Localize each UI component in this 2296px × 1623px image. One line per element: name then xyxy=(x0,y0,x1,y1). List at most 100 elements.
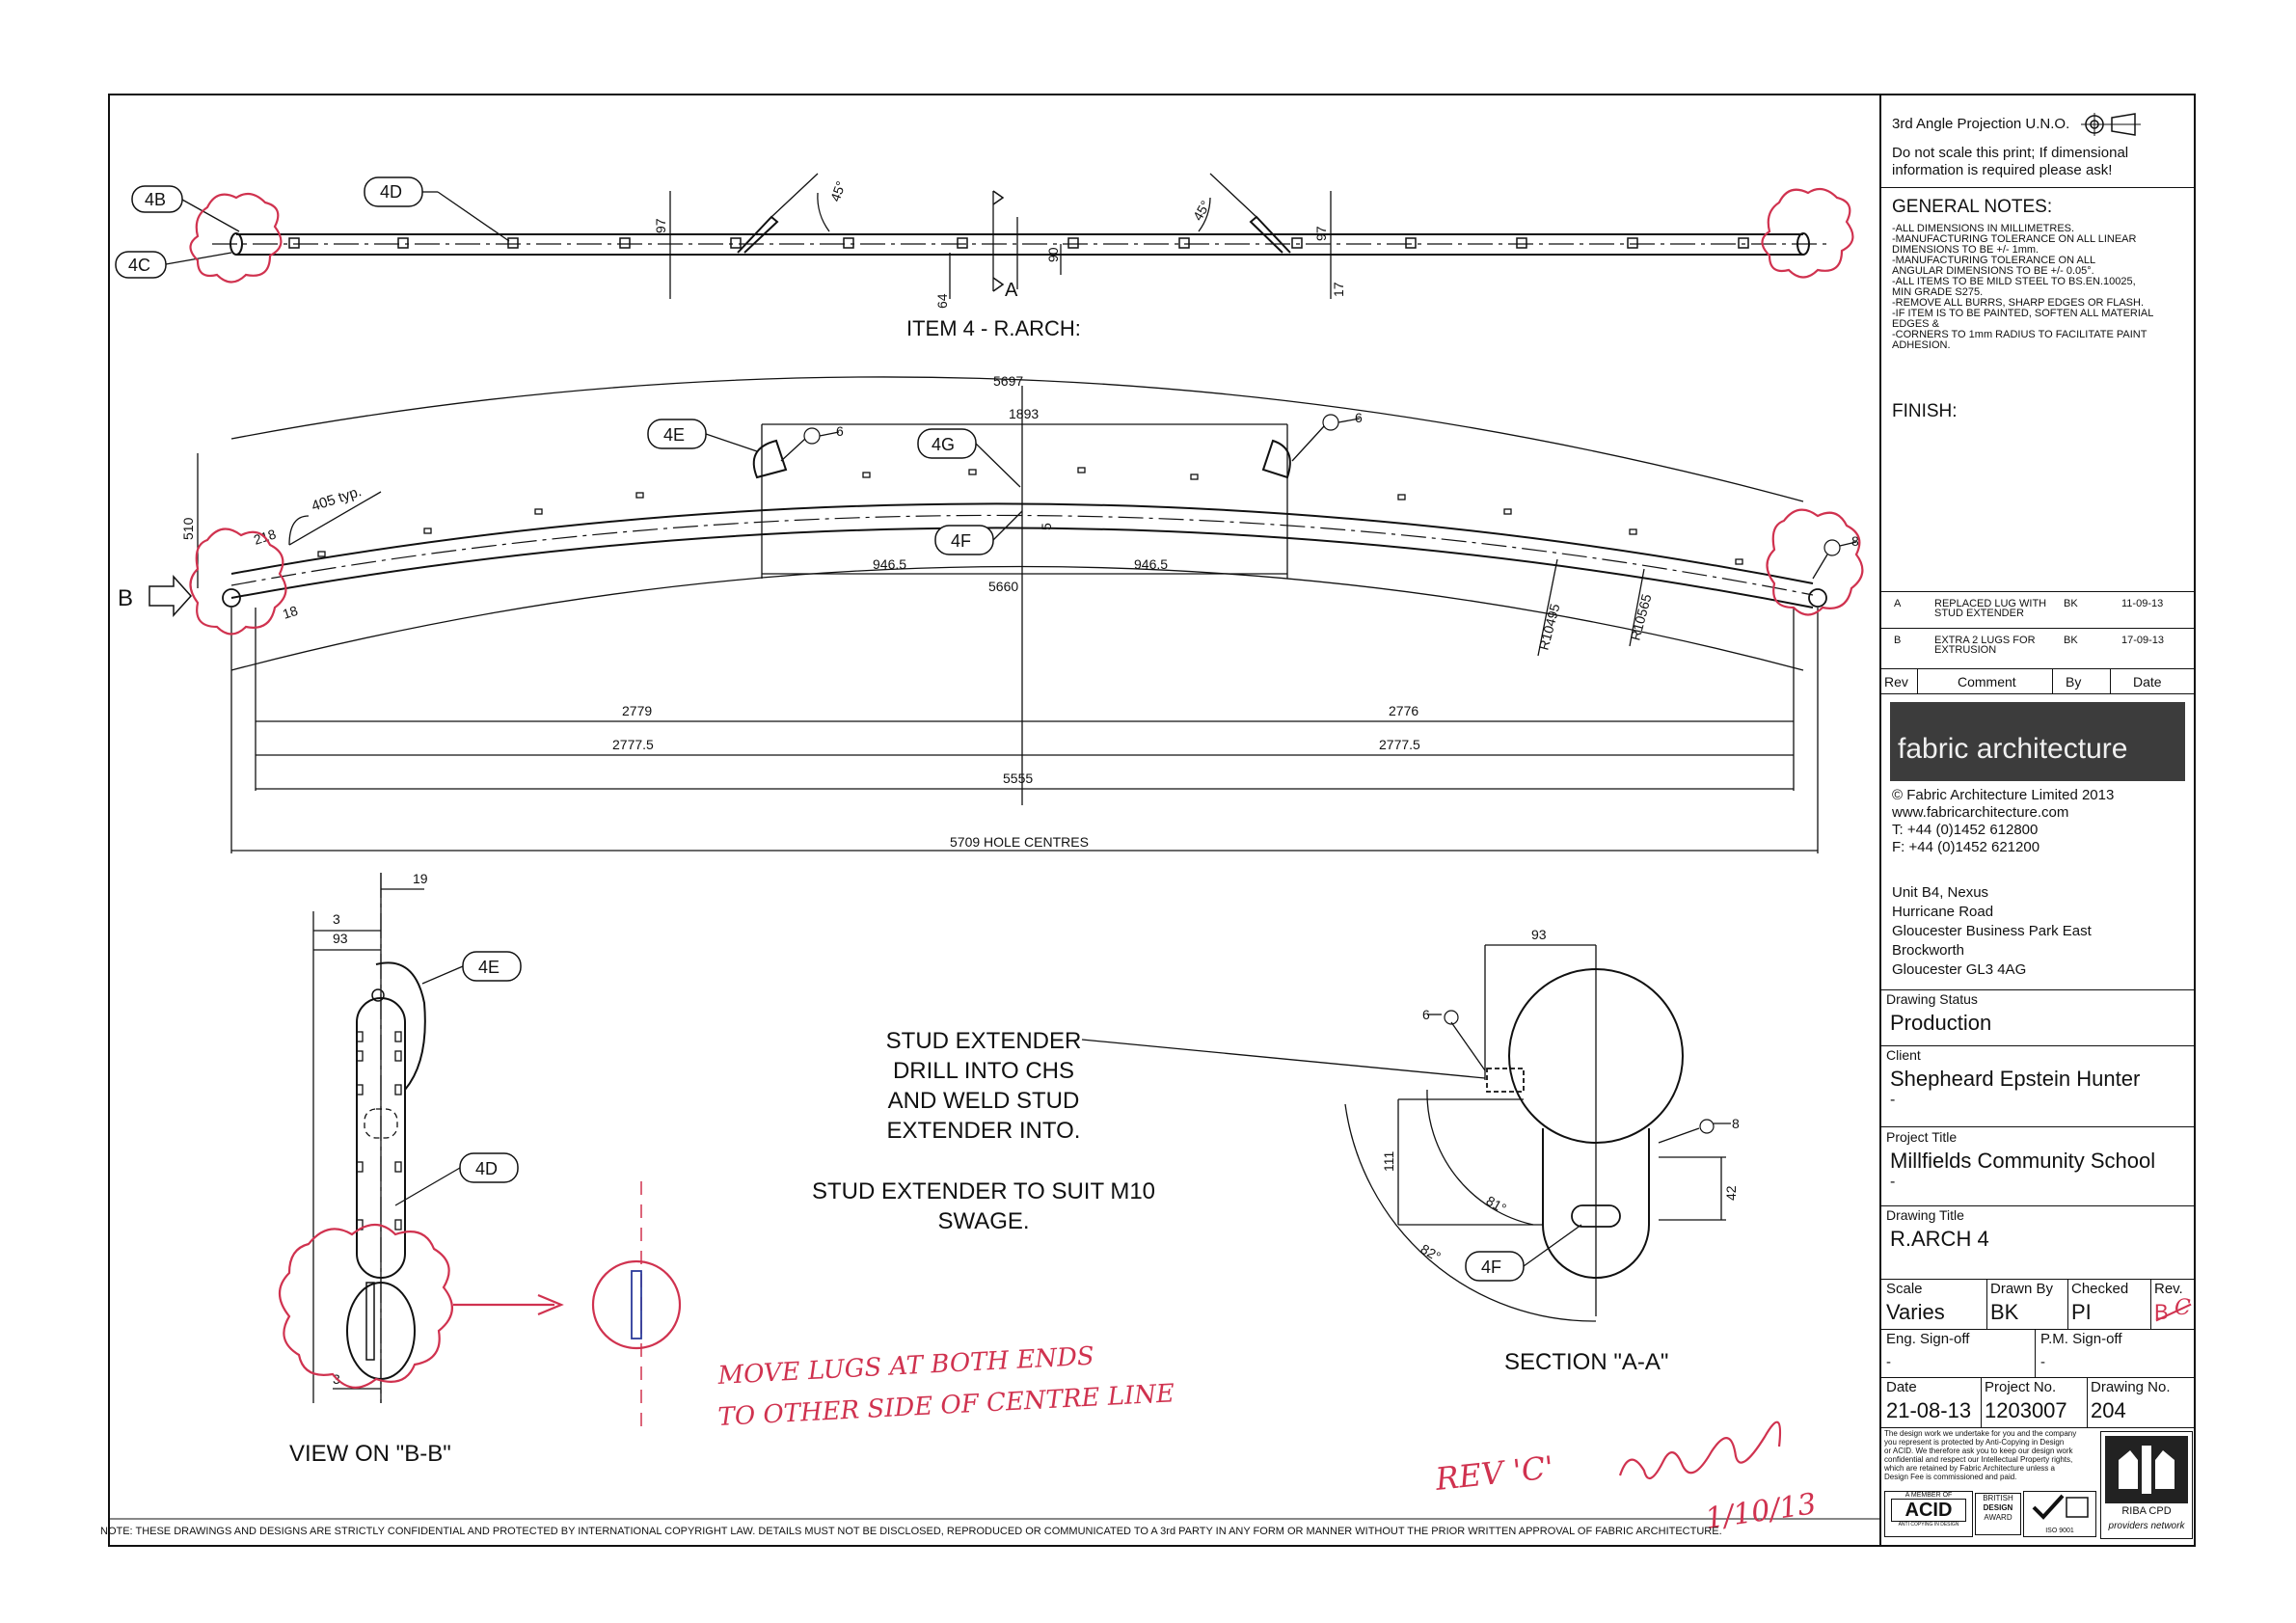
drawing-no-value: 204 xyxy=(2091,1398,2126,1422)
dim-r10565: R10565 xyxy=(1627,592,1654,642)
view-bb xyxy=(312,873,426,1403)
rev-comment: STUD EXTENDER xyxy=(1934,608,2024,619)
address-line: Gloucester Business Park East xyxy=(1892,923,2092,939)
address-line: Unit B4, Nexus xyxy=(1892,884,1989,901)
markup-rev-note: REV 'C' xyxy=(1433,1448,1555,1498)
copyright-text: © Fabric Architecture Limited 2013 xyxy=(1892,787,2115,803)
plan-view xyxy=(212,173,1827,299)
sec-weld-8: 8 xyxy=(1732,1116,1740,1131)
revision-row-b: B EXTRA 2 LUGS FOR EXTRUSION BK 17-09-13 xyxy=(1880,633,2195,667)
markup-signature xyxy=(1618,1420,1782,1480)
sec-angle-82: 82° xyxy=(1418,1241,1444,1264)
acid-badge: A MEMBER OF ACID ANTI COPYING IN DESIGN xyxy=(1884,1491,1973,1537)
drawn-by-label: Drawn By xyxy=(1990,1281,2054,1297)
riba-emblem xyxy=(2105,1436,2188,1503)
dim-5555: 5555 xyxy=(1003,771,1033,786)
address-line: Brockworth xyxy=(1892,942,1965,959)
design-award-badge: BRITISH DESIGN AWARD xyxy=(1975,1493,2021,1535)
note-line: -CORNERS TO 1mm RADIUS TO FACILITATE PAI… xyxy=(1892,329,2147,340)
svg-text:STUD EXTENDER TO SUIT M10: STUD EXTENDER TO SUIT M10 xyxy=(812,1178,1155,1204)
notice-line: or ACID. We therefore ask you to keep ou… xyxy=(1884,1447,2073,1455)
eng-signoff-value: - xyxy=(1886,1354,1891,1370)
svg-text:4C: 4C xyxy=(128,256,150,275)
finish-label: FINISH: xyxy=(1892,401,1958,421)
svg-text:STUD EXTENDER: STUD EXTENDER xyxy=(886,1028,1082,1054)
rev-date: 17-09-13 xyxy=(2121,635,2165,646)
comment-header: Comment xyxy=(1958,674,2016,690)
company-logo: fabric architecture xyxy=(1890,702,2185,781)
section-marker-a: A xyxy=(1005,280,1018,301)
acid-logo-text: ACID xyxy=(1891,1499,1966,1522)
plan-studs xyxy=(288,237,1749,249)
riba-text: RIBA CPD xyxy=(2121,1505,2172,1517)
dim-18: 18 xyxy=(281,603,300,622)
acid-member-text: A MEMBER OF xyxy=(1904,1492,1953,1499)
dim-405: 405 typ. xyxy=(310,483,364,515)
revision-header: Rev Comment By Date xyxy=(1880,668,2195,693)
svg-text:SWAGE.: SWAGE. xyxy=(937,1208,1029,1234)
svg-text:EXTENDER INTO.: EXTENDER INTO. xyxy=(887,1118,1081,1144)
revision-row-a: A REPLACED LUG WITH STUD EXTENDER BK 11-… xyxy=(1880,596,2195,631)
plan-dim-17: 17 xyxy=(1331,282,1346,297)
svg-text:AND WELD STUD: AND WELD STUD xyxy=(888,1088,1080,1114)
revision-cloud-plan-left xyxy=(189,192,283,284)
pm-signoff-value: - xyxy=(2040,1354,2045,1370)
svg-text:DRILL INTO CHS: DRILL INTO CHS xyxy=(893,1058,1074,1084)
checkmark-icon xyxy=(2032,1494,2089,1520)
website-link: www.fabricarchitecture.com xyxy=(1892,804,2069,821)
note-line: -ALL ITEMS TO BE MILD STEEL TO BS.EN.100… xyxy=(1892,276,2136,287)
revision-cloud-plan-right xyxy=(1761,187,1854,279)
address-line: Gloucester GL3 4AG xyxy=(1892,961,2027,978)
bda-line: DESIGN xyxy=(1983,1503,2013,1512)
sec-dim-42: 42 xyxy=(1723,1185,1739,1201)
rev-value: B xyxy=(2154,1300,2169,1324)
markup-arrow xyxy=(537,1293,564,1316)
callout-4e-bb: 4E xyxy=(421,951,522,985)
notice-line: The design work we undertake for you and… xyxy=(1884,1429,2077,1438)
svg-text:4B: 4B xyxy=(145,190,166,209)
note-line: -IF ITEM IS TO BE PAINTED, SOFTEN ALL MA… xyxy=(1892,308,2154,319)
view-bb-title: VIEW ON "B-B" xyxy=(289,1441,451,1467)
view-marker-b: B xyxy=(118,585,133,611)
arch-elevation xyxy=(149,376,1857,853)
svg-text:4D: 4D xyxy=(380,182,402,202)
rev-comment: EXTRA 2 LUGS FOR xyxy=(1934,635,2036,646)
drawing-title-value: R.ARCH 4 xyxy=(1890,1227,1989,1251)
notice-line: you represent is protected by Anti-Copyi… xyxy=(1884,1438,2065,1447)
dim-5: 5 xyxy=(1039,523,1054,530)
rev-by: BK xyxy=(2064,635,2078,646)
rev-new-value: C xyxy=(2174,1296,2191,1320)
sec-weld-6: 6 xyxy=(1422,1007,1430,1022)
date-header: Date xyxy=(2133,674,2162,690)
svg-text:4E: 4E xyxy=(663,425,685,445)
dim-2777-5a: 2777.5 xyxy=(612,737,654,752)
markup-note-line1: MOVE LUGS AT BOTH ENDS xyxy=(716,1342,1095,1391)
note-line: -REMOVE ALL BURRS, SHARP EDGES OR FLASH. xyxy=(1892,297,2145,309)
revised-detail-sketch xyxy=(591,1181,682,1427)
design-notice: The design work we undertake for you and… xyxy=(1884,1429,2098,1481)
section-title: SECTION "A-A" xyxy=(1504,1349,1668,1375)
markup-note-line2: TO OTHER SIDE OF CENTRE LINE xyxy=(717,1379,1175,1432)
scale-label: Scale xyxy=(1886,1281,1923,1297)
weld-6-left: 6 xyxy=(836,423,844,439)
drawing-status-value: Production xyxy=(1890,1011,1992,1035)
svg-text:4G: 4G xyxy=(932,435,955,454)
revision-cloud-arch-left xyxy=(189,527,287,636)
iso-badge: ISO 9001 xyxy=(2023,1491,2096,1537)
rev-comment: EXTRUSION xyxy=(1934,644,1997,656)
sec-angle-81: 81° xyxy=(1484,1193,1509,1216)
company-address: Unit B4, Nexus Hurricane Road Gloucester… xyxy=(1892,883,2092,980)
fax-text: F: +44 (0)1452 621200 xyxy=(1892,839,2040,855)
date-value: 21-08-13 xyxy=(1886,1398,1972,1422)
client-value: Shepheard Epstein Hunter xyxy=(1890,1067,2141,1091)
bb-dim-93: 93 xyxy=(333,931,348,946)
general-notes-heading: GENERAL NOTES: xyxy=(1892,197,2053,217)
drawn-by-value: BK xyxy=(1990,1300,2019,1324)
drawing-status-label: Drawing Status xyxy=(1886,991,1978,1007)
callout-4f-section: 4F xyxy=(1465,1224,1582,1282)
company-contact: © Fabric Architecture Limited 2013 www.f… xyxy=(1892,787,2114,856)
svg-text:4F: 4F xyxy=(1481,1258,1501,1277)
client-label: Client xyxy=(1886,1047,1921,1063)
callout-4b: 4B xyxy=(131,185,240,232)
